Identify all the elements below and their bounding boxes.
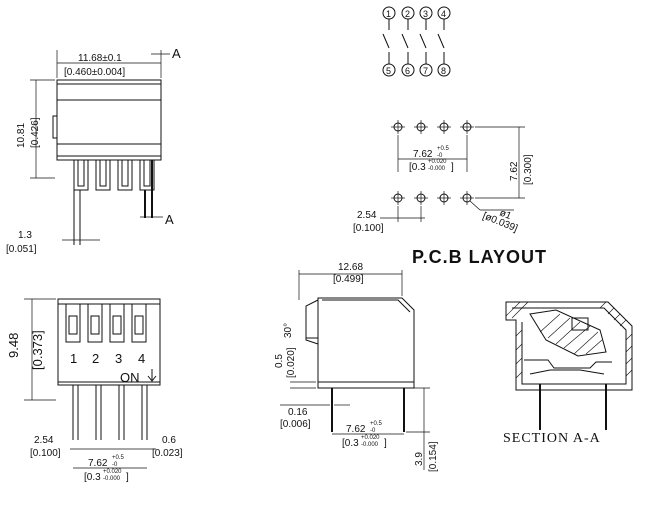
side-row-tol-down: -0: [370, 428, 376, 434]
front-pitch-in: [0.100]: [30, 448, 61, 459]
pin-5: 5: [386, 66, 391, 76]
on-label: ON: [120, 370, 140, 385]
pin-2: 2: [405, 9, 410, 19]
section-label: SECTION A-A: [503, 431, 601, 446]
side-row-in-tol-down: -0.000: [361, 442, 379, 448]
section-mark-top: A: [172, 46, 181, 61]
schematic: 1 2 3 4 5 6 7 8: [382, 6, 451, 77]
side-angle: 30°: [283, 323, 294, 338]
side-row-in-close: ]: [384, 438, 387, 449]
switch-number-3: 3: [115, 351, 122, 366]
front-row-in-close: ]: [126, 472, 129, 483]
front-row-mm: 7.62: [88, 458, 108, 469]
pin-4: 4: [441, 9, 446, 19]
front-row-in: [0.3: [84, 472, 101, 483]
pcb-holes-top: [391, 120, 474, 134]
front-pin-width-in: [0.023]: [152, 448, 183, 459]
section-actuator-hatch: [539, 313, 603, 355]
top-width-in: [0.460±0.004]: [64, 67, 125, 78]
pcb-col-mm: 7.62: [413, 149, 433, 160]
side-pin-len-mm: 3.9: [414, 452, 425, 466]
pcb-row-in: [0.300]: [523, 154, 534, 185]
pin-6: 6: [405, 66, 410, 76]
pcb-layout: 7.62 [0.300] 7.62 +0.5 -0 [0.3 +0.020 -0…: [353, 120, 547, 267]
front-pitch-mm: 2.54: [34, 435, 54, 446]
section-housing: [505, 301, 633, 391]
switch-number-4: 4: [138, 351, 145, 366]
side-standoff-mm: 0.5: [274, 354, 285, 368]
schematic-switches: [382, 19, 445, 64]
pin-offset-mm: 1.3: [18, 230, 32, 241]
pcb-col-tol-up: +0.5: [437, 146, 450, 152]
side-pin-thk-mm: 0.16: [288, 407, 308, 418]
pcb-row-mm: 7.62: [509, 161, 520, 181]
pcb-holes-bottom: [391, 191, 474, 205]
switch-number-2: 2: [92, 351, 99, 366]
pcb-col-tol-down: -0: [437, 153, 443, 159]
side-length-mm: 12.68: [338, 262, 363, 273]
top-height-mm: 10.81: [16, 123, 27, 148]
pin-7: 7: [423, 66, 428, 76]
side-row-mm: 7.62: [346, 424, 366, 435]
front-row-tol-down: -0: [112, 462, 118, 468]
front-row-tol-up: +0.5: [112, 455, 125, 461]
front-row-in-tol-down: -0.000: [103, 476, 121, 482]
top-width-mm: 11.68±0.1: [78, 53, 122, 64]
side-pin-thk-in: [0.006]: [280, 419, 311, 430]
section-mark-bottom: A: [165, 212, 174, 227]
pcb-hole-mm: ø1: [498, 208, 513, 223]
front-view-body: [57, 298, 161, 386]
section-view: SECTION A-A: [503, 301, 633, 446]
pin-offset-in: [0.051]: [6, 244, 37, 255]
side-length-in: [0.499]: [333, 274, 364, 285]
switch-number-1: 1: [70, 351, 77, 366]
pin-1: 1: [386, 9, 391, 19]
side-row-in-tol-up: +0.020: [361, 435, 380, 441]
top-height-in: [0.426]: [30, 117, 41, 148]
top-view-actuators: [73, 159, 155, 191]
pcb-col-in-close: ]: [451, 162, 454, 173]
front-view: 1 2 3 4 ON 9.48 [0.373] 2.54 [0.100] 0.6…: [6, 298, 183, 483]
schematic-bottom-pins: 5 6 7 8: [382, 63, 451, 77]
side-standoff-in: [0.020]: [286, 347, 297, 378]
pcb-layout-title: P.C.B LAYOUT: [412, 247, 547, 267]
top-view-body: [56, 79, 162, 161]
schematic-top-pins: 1 2 3 4: [382, 6, 451, 20]
pcb-col-in-tol-up: +0.020: [428, 159, 447, 165]
front-pin-width-mm: 0.6: [162, 435, 176, 446]
on-arrow-icon: [147, 369, 157, 382]
side-row-tol-up: +0.5: [370, 421, 383, 427]
side-row-in: [0.3: [342, 438, 359, 449]
pin-3: 3: [423, 9, 428, 19]
pin-8: 8: [441, 66, 446, 76]
front-height-mm: 9.48: [6, 333, 21, 358]
section-actuator: [529, 309, 607, 357]
front-row-in-tol-up: +0.020: [103, 469, 122, 475]
side-pin-len-in: [0.154]: [428, 441, 439, 472]
pcb-col-in-tol-down: -0.000: [428, 166, 446, 172]
front-height-in: [0.373]: [30, 330, 45, 370]
pcb-col-in: [0.3: [409, 162, 426, 173]
side-view: 12.68 [0.499] 30° 0.5 [0.020] 0.16 [0.00…: [274, 262, 439, 472]
side-view-body: [317, 297, 415, 389]
top-view: 11.68±0.1 [0.460±0.004] A A 10.81 [0.426…: [6, 46, 181, 255]
section-hatching: [505, 301, 633, 379]
pcb-pitch-mm: 2.54: [357, 210, 377, 221]
pcb-pitch-in: [0.100]: [353, 223, 384, 234]
front-view-actuators: [65, 303, 147, 343]
